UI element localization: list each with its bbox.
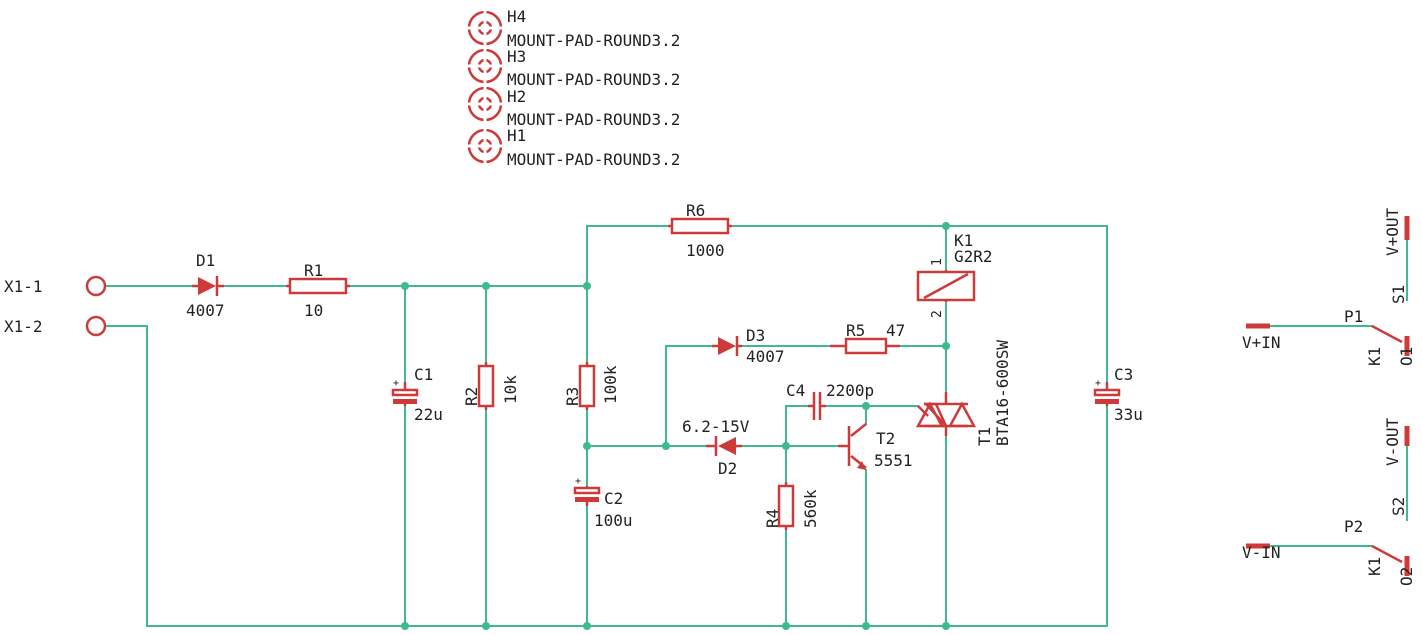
d3-value: 4007 (746, 347, 785, 366)
relay-coil-k1 (916, 270, 976, 302)
k1-pin2: 2 (930, 310, 945, 318)
wires (105, 225, 1408, 627)
diode-d3 (712, 336, 742, 356)
c3-value: 33u (1114, 405, 1143, 424)
t1-name: T1 (975, 427, 994, 446)
resistor-r5 (830, 337, 900, 355)
terminal-x1-2-label: X1-2 (4, 317, 43, 336)
c3-plus: + (1095, 378, 1101, 389)
v-plus-out-label: V+OUT (1383, 207, 1402, 256)
s2-label: S2 (1389, 497, 1408, 516)
terminal-x1-1 (85, 275, 107, 297)
d3-name: D3 (746, 326, 765, 345)
d1-name: D1 (196, 251, 215, 270)
v-minus-in-label: V-IN (1242, 543, 1281, 562)
c4-name: C4 (786, 381, 805, 400)
v-minus-out-label: V-OUT (1383, 417, 1402, 466)
resistor-r6 (668, 217, 732, 235)
k1-pin1: 1 (930, 258, 945, 266)
k1-name: K1 (954, 231, 973, 250)
r4-name: R4 (763, 509, 782, 528)
mount-h4-name: H4 (507, 7, 526, 26)
resistor-r1 (286, 277, 350, 295)
d1-value: 4007 (186, 301, 225, 320)
transistor-t2 (838, 423, 867, 470)
capacitor-c3 (1093, 382, 1121, 406)
t1-value: BTA16-600SW (993, 340, 1012, 446)
r2-name: R2 (462, 387, 481, 406)
resistor-r3 (578, 362, 596, 410)
o1-label: O1 (1397, 347, 1416, 366)
r5-value: 47 (886, 321, 905, 340)
relay-contact-1 (1246, 216, 1410, 356)
o2-label: O2 (1397, 567, 1416, 586)
r5-name: R5 (846, 321, 865, 340)
zener-diode-d2 (706, 436, 742, 456)
k1-contact-1-label: K1 (1365, 347, 1384, 366)
diode-d1 (192, 276, 224, 296)
c2-name: C2 (604, 489, 623, 508)
resistor-r2 (477, 362, 495, 410)
mount-h2-name: H2 (507, 87, 526, 106)
r6-name: R6 (686, 201, 705, 220)
k1-contact-2-label: K1 (1365, 557, 1384, 576)
r3-value: 100k (601, 365, 620, 404)
r6-value: 1000 (686, 241, 725, 260)
terminal-x1-2 (85, 315, 107, 337)
c2-value: 100u (594, 511, 633, 530)
mount-h1-value: MOUNT-PAD-ROUND3.2 (507, 150, 680, 169)
terminal-x1-1-label: X1-1 (4, 277, 43, 296)
capacitor-c2 (573, 486, 601, 506)
s1-label: S1 (1389, 285, 1408, 304)
junctions (401, 222, 950, 630)
t2-value: 5551 (874, 451, 913, 470)
c2-plus: + (575, 476, 581, 487)
r4-value: 560k (801, 489, 820, 528)
t2-name: T2 (876, 429, 895, 448)
p2-label: P2 (1344, 517, 1363, 536)
mount-pad-h2 (462, 81, 508, 127)
mount-h3-value: MOUNT-PAD-ROUND3.2 (507, 70, 680, 89)
p1-label: P1 (1344, 307, 1363, 326)
capacitor-c1 (391, 382, 419, 406)
r2-value: 10k (501, 375, 520, 404)
resistor-r4 (777, 482, 795, 530)
c1-plus: + (393, 378, 399, 389)
c3-name: C3 (1114, 365, 1133, 384)
r3-name: R3 (563, 387, 582, 406)
c1-name: C1 (414, 365, 433, 384)
mount-h2-value: MOUNT-PAD-ROUND3.2 (507, 110, 680, 129)
r1-name: R1 (304, 261, 323, 280)
d2-name: D2 (718, 459, 737, 478)
c4-value: 2200p (826, 381, 874, 400)
mount-h1-name: H1 (507, 126, 526, 145)
capacitor-c4 (808, 392, 826, 420)
c1-value: 22u (414, 405, 443, 424)
k1-value: G2R2 (954, 247, 993, 266)
d2-value: 6.2-15V (682, 417, 750, 436)
v-plus-in-label: V+IN (1242, 333, 1281, 352)
mount-h3-name: H3 (507, 47, 526, 66)
relay-contact-2 (1246, 426, 1410, 576)
r1-value: 10 (304, 301, 323, 320)
triac-t1 (915, 392, 977, 436)
mount-h4-value: MOUNT-PAD-ROUND3.2 (507, 31, 680, 50)
mount-pad-h1 (462, 123, 508, 169)
